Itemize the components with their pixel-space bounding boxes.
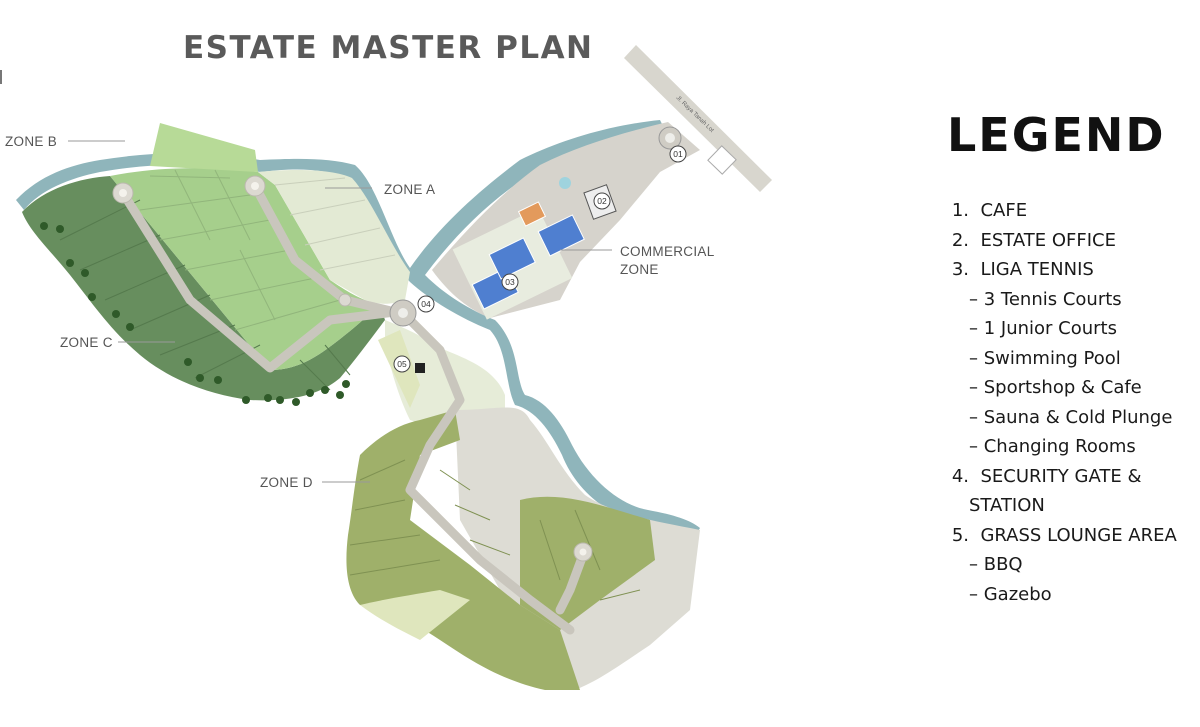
legend-item: 2. ESTATE OFFICE	[940, 226, 1177, 256]
legend-item: 5. GRASS LOUNGE AREA	[940, 521, 1177, 551]
tree-line	[40, 222, 350, 406]
legend-subitem: – 3 Tennis Courts	[969, 288, 1122, 310]
zone-d-light	[360, 590, 470, 640]
legend-item-text: GRASS LOUNGE AREA	[980, 524, 1177, 546]
legend-item-number: 5.	[951, 524, 969, 546]
legend-list: 1. CAFE 2. ESTATE OFFICE 3. LIGA TENNIS …	[940, 196, 1177, 609]
legend-subitem: – Swimming Pool	[969, 347, 1121, 369]
legend-item-text: ESTATE OFFICE	[980, 229, 1116, 251]
zone-a-lot-lines	[274, 177, 396, 271]
marker-01-label: 01	[673, 149, 683, 159]
roundabouts-north	[112, 175, 352, 307]
legend-item-continuation: STATION	[969, 495, 1045, 516]
legend-item: 3. LIGA TENNIS	[940, 255, 1177, 285]
road-label: Jl. Raya Tanah Lot	[675, 95, 715, 134]
zone-b-notch	[150, 123, 258, 172]
legend-item-text: CAFE	[980, 200, 1028, 221]
zone-d-label: ZONE D	[260, 475, 313, 490]
estate-roads-south	[397, 307, 588, 635]
estate-roads-north	[118, 181, 400, 373]
commercial-zone-label-2: ZONE	[620, 262, 659, 277]
master-plan-map: Jl. Raya Tanah Lot	[5, 45, 772, 690]
commercial-zone-label: COMMERCIAL	[620, 244, 715, 259]
marker-01: 01	[669, 145, 687, 163]
zone-a-label: ZONE A	[384, 182, 435, 197]
legend-item-number: 3.	[951, 259, 969, 280]
legend-item-number: 1.	[951, 200, 969, 221]
zone-d-lot-lines	[349, 459, 641, 601]
zone-b-label: ZONE B	[5, 134, 57, 149]
legend-subitem: – 1 Junior Courts	[969, 318, 1117, 339]
legend-item-number: 2.	[951, 229, 969, 251]
zone-c-label: ZONE C	[60, 335, 113, 350]
page-title: ESTATE MASTER PLAN	[183, 30, 594, 66]
zone-d-east	[520, 496, 655, 630]
zone-b-area	[110, 168, 380, 370]
zone-d-dark	[346, 410, 580, 690]
marker-03: 03	[501, 273, 519, 291]
zone-a-area	[258, 170, 410, 304]
zone-c-area	[22, 176, 385, 401]
legend-item-number: 4.	[951, 465, 969, 487]
legend-subitem: – Changing Rooms	[969, 436, 1136, 457]
legend-title: LEGEND	[947, 108, 1166, 162]
lot-lines	[139, 169, 341, 331]
marker-02: 02	[593, 192, 611, 210]
gazebo	[415, 363, 425, 373]
marker-05: 05	[393, 355, 411, 373]
roundabouts-south	[389, 299, 593, 562]
marker-04: 04	[417, 295, 435, 313]
legend-subitem: – Gazebo	[969, 583, 1052, 605]
edge-mark	[0, 70, 5, 84]
legend-item-text: SECURITY GATE &	[980, 465, 1142, 487]
commercial-zone-area	[432, 122, 737, 320]
legend-subitem: – BBQ	[969, 554, 1023, 575]
marker-03-label: 03	[505, 277, 515, 287]
legend-item: 4. SECURITY GATE &	[940, 462, 1177, 492]
marker-04-label: 04	[421, 299, 431, 309]
marker-05-label: 05	[397, 359, 407, 369]
leader-lines	[68, 140, 612, 483]
legend-item: 1. CAFE	[940, 196, 1177, 226]
marker-02-label: 02	[597, 196, 607, 206]
legend-item-text: LIGA TENNIS	[980, 259, 1094, 280]
legend-subitem: – Sauna & Cold Plunge	[969, 406, 1173, 428]
legend-subitem: – Sportshop & Cafe	[969, 377, 1142, 398]
